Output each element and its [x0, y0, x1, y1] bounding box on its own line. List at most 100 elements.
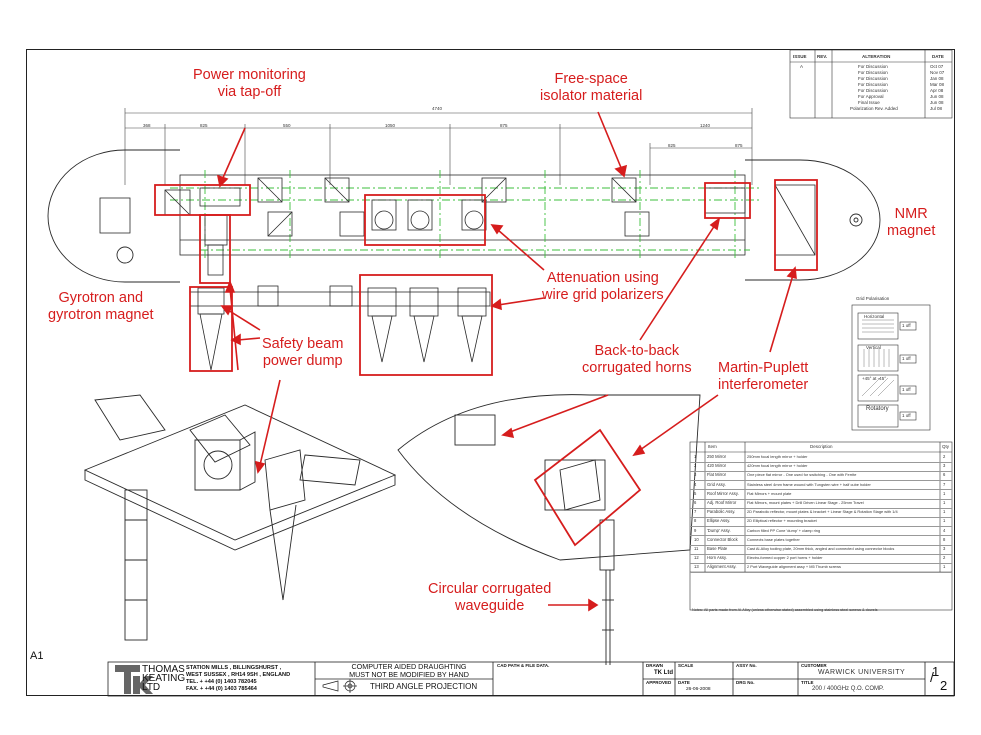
address-line: FAX. + +44 (0) 1403 785464	[186, 686, 257, 692]
part-item: Connector Block	[707, 536, 738, 542]
address-line: TEL. + +44 (0) 1403 782045	[186, 679, 257, 685]
annotation-gyrotron: Gyrotron and gyrotron magnet	[48, 290, 154, 324]
rev-header-alteration: ALTERATION	[862, 54, 891, 59]
part-description: Flat Mirrors, mount plates + Drill Drive…	[747, 500, 864, 505]
annotation-line: Circular corrugated	[428, 581, 552, 597]
date-label: DATE	[678, 680, 690, 685]
annotation-power-monitoring: Power monitoring via tap-off	[193, 67, 306, 101]
part-qty: 1	[943, 490, 946, 496]
part-qty: 1	[943, 564, 946, 570]
right-isometric-assembly	[397, 394, 701, 665]
dimension-segment: 550	[283, 123, 291, 128]
part-item: Base Plate	[707, 546, 728, 551]
customer-value: WARWICK UNIVERSITY	[818, 669, 906, 676]
part-description: 2 Port Waveguide alignment assy + M5 Thu…	[747, 564, 841, 570]
rev-row: Final Issue	[858, 100, 880, 105]
parts-row-divider	[690, 461, 952, 463]
part-item: 250 Mirror	[707, 454, 727, 459]
rev-row-date: Mar 08	[930, 82, 945, 87]
drawn-value: TK Ltd	[654, 670, 673, 676]
part-description: 420mm focal length mirror + holder	[747, 463, 808, 469]
part-qty: 1	[943, 500, 946, 505]
part-qty: 2	[943, 555, 946, 561]
part-description: Flat Mirrors + mount plate	[747, 490, 792, 496]
annotation-attenuation: Attenuation using wire grid polarizers	[542, 270, 664, 304]
drawn-label: DRAWN	[646, 663, 663, 668]
part-number: 10	[694, 536, 699, 542]
dimension-segment: 1050	[385, 123, 396, 128]
annotation-circular-waveguide: Circular corrugated waveguide	[428, 581, 551, 615]
title-label: TITLE	[801, 680, 814, 685]
annotation-back-to-back-horns: Back-to-back corrugated horns	[582, 343, 692, 377]
base-plate-top-view	[179, 174, 746, 256]
drawing-border	[26, 49, 955, 696]
rev-header-date: DATE	[932, 54, 944, 59]
title-block-grid	[107, 661, 955, 697]
part-number: 9	[694, 527, 697, 533]
rev-row-date: Jun 08	[930, 100, 944, 105]
part-description: Carbon filled PP Cone 'dump' + clamp rin…	[747, 527, 821, 533]
parts-row-divider	[690, 480, 952, 482]
part-number: 5	[694, 490, 697, 496]
annotation-line: Martin-Puplett	[718, 360, 809, 376]
part-number: 2	[694, 463, 697, 469]
rev-header-rev: REV.	[817, 54, 828, 59]
part-number: 4	[694, 481, 697, 487]
parts-row-divider	[690, 507, 952, 509]
rev-row-date: Apr 08	[930, 88, 944, 93]
cad-notice-line: COMPUTER AIDED DRAUGHTING	[351, 662, 467, 671]
part-qty: 8	[943, 536, 946, 542]
company-name: THOMAS KEATING LTD	[142, 665, 185, 693]
title-value: 200 / 400GHz Q.O. COMP.	[812, 686, 884, 692]
rev-header-issue: ISSUE	[793, 54, 807, 59]
tk-logo	[115, 665, 153, 694]
part-description: 2D Elliptical reflector + mounting brack…	[747, 518, 817, 524]
parts-row-divider	[690, 572, 952, 574]
polarisation-label: Vertical	[866, 345, 881, 350]
dimension-sub: 875	[735, 143, 743, 148]
rev-row-date: Jun 08	[930, 94, 944, 99]
rev-row: For Discussion	[858, 76, 888, 81]
company-address: STATION MILLS , BILLINGSHURST , WEST SUS…	[186, 665, 290, 693]
polarisation-label: Horizontal	[864, 314, 885, 319]
sheet-number: 1	[932, 664, 940, 679]
annotation-line: Back-to-back	[594, 343, 680, 359]
annotation-free-space-isolator: Free-space isolator material	[540, 71, 642, 105]
part-number: 12	[694, 555, 699, 561]
address-line: STATION MILLS , BILLINGSHURST ,	[186, 665, 282, 671]
dimension-overall: 4740	[432, 106, 443, 111]
annotation-line: Safety beam	[262, 336, 344, 352]
sheet-size-label: A1	[30, 650, 44, 662]
annotation-line: NMR	[894, 206, 928, 222]
parts-header-qty: Qty	[942, 444, 950, 449]
part-description: 2D Parabolic reflector, mount plates & b…	[747, 509, 898, 515]
annotation-line: waveguide	[454, 598, 525, 614]
parts-row-divider	[690, 553, 952, 555]
part-item: 'Dump' Assy.	[707, 527, 731, 533]
part-item: 420 Mirror	[707, 463, 727, 469]
part-number: 7	[694, 509, 697, 515]
parts-row-divider	[690, 489, 952, 491]
sheet-divider-slash: /	[930, 669, 934, 685]
part-qty: 1	[943, 518, 946, 524]
part-item: Roof Mirror Assy.	[707, 490, 739, 496]
rev-row-date: Nov 07	[930, 70, 945, 75]
part-qty: 6	[943, 472, 946, 478]
part-description: Electro-formed copper 2 port horns + hol…	[747, 555, 823, 561]
part-item: Grid Assy.	[707, 481, 726, 487]
rev-row: For Discussion	[858, 70, 888, 75]
parts-row-divider	[690, 526, 952, 528]
projection-label: THIRD ANGLE PROJECTION	[370, 682, 478, 691]
annotation-martin-puplett: Martin-Puplett interferometer	[718, 360, 808, 394]
cad-notice: COMPUTER AIDED DRAUGHTING MUST NOT BE MO…	[328, 663, 490, 679]
parts-row-divider	[690, 562, 952, 564]
part-item: Alignment Assy.	[707, 564, 737, 570]
annotation-arrows	[216, 111, 797, 612]
rev-row: For Approval	[858, 94, 884, 99]
date-value: 26-06-2008	[686, 687, 711, 692]
address-line: WEST SUSSEX , RH14 9SH , ENGLAND	[186, 672, 291, 678]
projection-symbol	[322, 679, 357, 693]
annotation-line: gyrotron magnet	[48, 307, 154, 323]
part-number: 13	[694, 564, 699, 570]
part-qty: 7	[943, 481, 946, 487]
